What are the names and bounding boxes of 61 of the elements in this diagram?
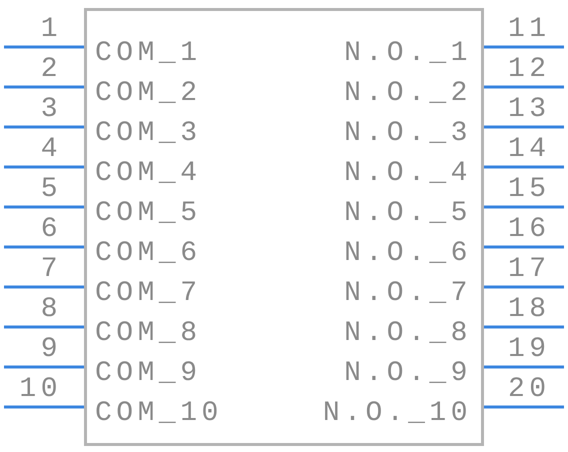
pin-line (4, 206, 84, 208)
pin-line (4, 326, 84, 328)
pin-name: N.O._9 (344, 360, 472, 388)
pin-number: 12 (508, 56, 551, 84)
pin-number: 18 (508, 296, 551, 324)
pin-line (4, 166, 84, 168)
pin-name: COM_8 (95, 320, 202, 348)
pin-line (484, 46, 564, 48)
pin-name: COM_7 (95, 280, 202, 308)
pin-name: N.O._1 (344, 40, 472, 68)
pin-number: 19 (508, 336, 551, 364)
pin-name: N.O._8 (344, 320, 472, 348)
pin-line (484, 246, 564, 248)
pin-line (484, 366, 564, 368)
pin-name: COM_6 (95, 240, 202, 268)
pin-name: N.O._5 (344, 200, 472, 228)
pin-name: COM_10 (95, 400, 223, 428)
pin-line (4, 366, 84, 368)
pin-number: 2 (40, 56, 62, 84)
pin-number: 6 (40, 216, 62, 244)
pin-number: 14 (508, 136, 551, 164)
pin-line (4, 126, 84, 128)
pin-line (484, 206, 564, 208)
pin-name: COM_3 (95, 120, 202, 148)
pin-name: COM_2 (95, 80, 202, 108)
pin-number: 3 (40, 96, 62, 124)
pin-number: 8 (40, 296, 62, 324)
pin-number: 13 (508, 96, 551, 124)
pin-number: 7 (40, 256, 62, 284)
pin-number: 4 (40, 136, 62, 164)
pin-name: N.O._10 (322, 400, 472, 428)
pin-line (4, 406, 84, 408)
pin-line (484, 286, 564, 288)
pin-line (4, 246, 84, 248)
pin-number: 10 (19, 376, 62, 404)
pin-number: 16 (508, 216, 551, 244)
pin-name: N.O._6 (344, 240, 472, 268)
pin-line (484, 326, 564, 328)
pin-line (484, 406, 564, 408)
pin-number: 17 (508, 256, 551, 284)
pin-line (484, 166, 564, 168)
pin-line (484, 86, 564, 88)
pin-number: 11 (508, 16, 551, 44)
pin-name: N.O._4 (344, 160, 472, 188)
pin-number: 5 (40, 176, 62, 204)
pin-line (4, 286, 84, 288)
pin-line (4, 86, 84, 88)
pin-name: N.O._7 (344, 280, 472, 308)
pin-line (4, 46, 84, 48)
pin-number: 20 (508, 376, 551, 404)
pin-name: COM_1 (95, 40, 202, 68)
pin-name: N.O._3 (344, 120, 472, 148)
pin-name: COM_5 (95, 200, 202, 228)
pin-name: N.O._2 (344, 80, 472, 108)
pin-number: 9 (40, 336, 62, 364)
pin-number: 15 (508, 176, 551, 204)
component-body (84, 8, 484, 446)
pin-name: COM_9 (95, 360, 202, 388)
pin-name: COM_4 (95, 160, 202, 188)
pin-number: 1 (40, 16, 62, 44)
pin-line (484, 126, 564, 128)
